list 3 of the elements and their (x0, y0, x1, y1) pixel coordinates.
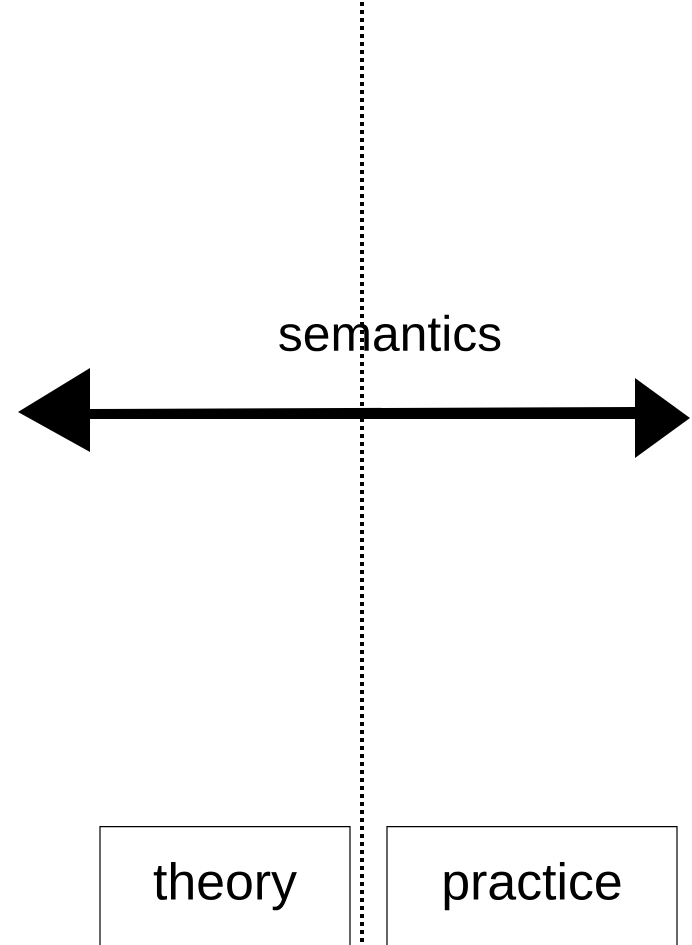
category-box: practice (386, 826, 678, 945)
axis-label: semantics (279, 314, 500, 352)
category-box: theory (99, 826, 351, 945)
